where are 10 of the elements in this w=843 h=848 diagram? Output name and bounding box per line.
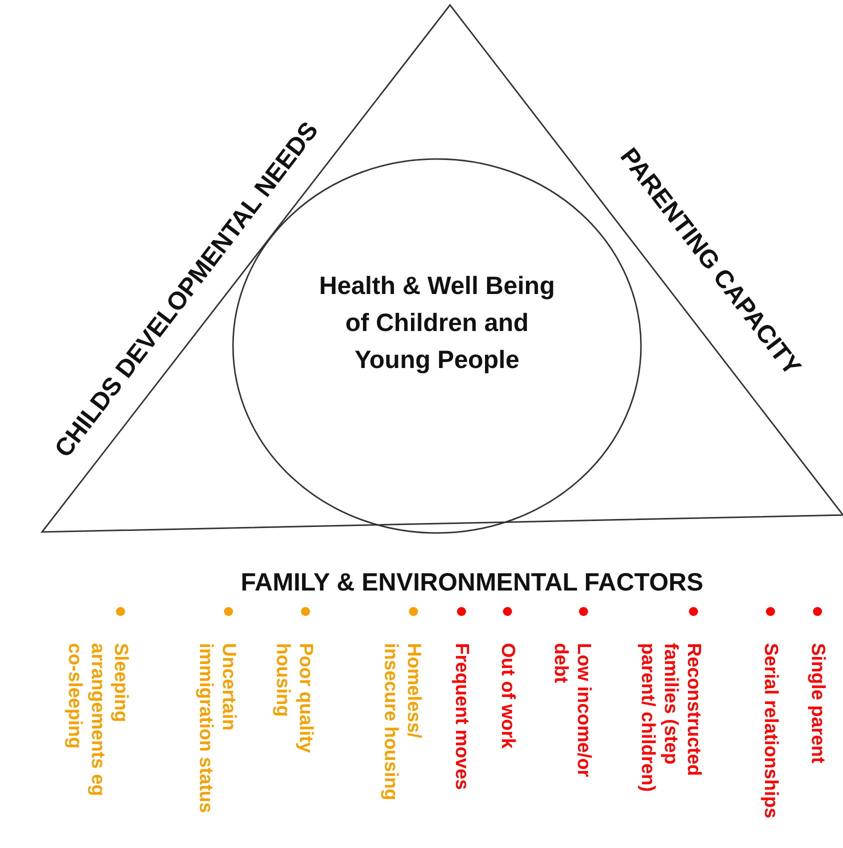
center-text: Health & Well Being of Children and Young People <box>318 271 556 376</box>
factor-text: Serial relationships <box>759 643 782 818</box>
factor-text: Low income/or debt <box>549 643 595 780</box>
factor-text: Poor quality housing <box>271 643 317 755</box>
factor-text: Reconstructed families (step parent/ children) <box>636 643 705 794</box>
factor-text: Out of work <box>496 643 519 749</box>
factor-text: Single parent <box>806 643 829 764</box>
factor-text: Frequent moves <box>450 643 473 790</box>
base-label: FAMILY & ENVIRONMENTAL FACTORS <box>240 568 704 598</box>
factor-text: Sleeping arrangements eg co-sleeping <box>63 643 132 798</box>
